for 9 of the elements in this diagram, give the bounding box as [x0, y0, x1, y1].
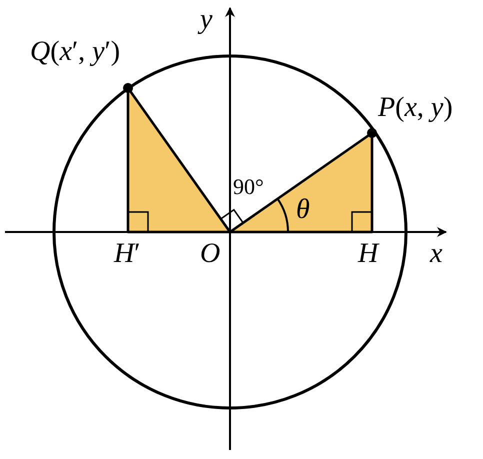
axis-label: y	[200, 6, 212, 34]
angle-label: θ	[296, 196, 310, 224]
point-label: Q(x′, y′)	[30, 38, 120, 66]
point-label: P(x, y)	[378, 94, 453, 122]
point-label: O	[200, 240, 220, 268]
point-label: H′	[114, 240, 140, 268]
axis-label: x	[430, 240, 442, 268]
angle-label: 90°	[233, 176, 264, 198]
point-label: H	[358, 240, 378, 268]
